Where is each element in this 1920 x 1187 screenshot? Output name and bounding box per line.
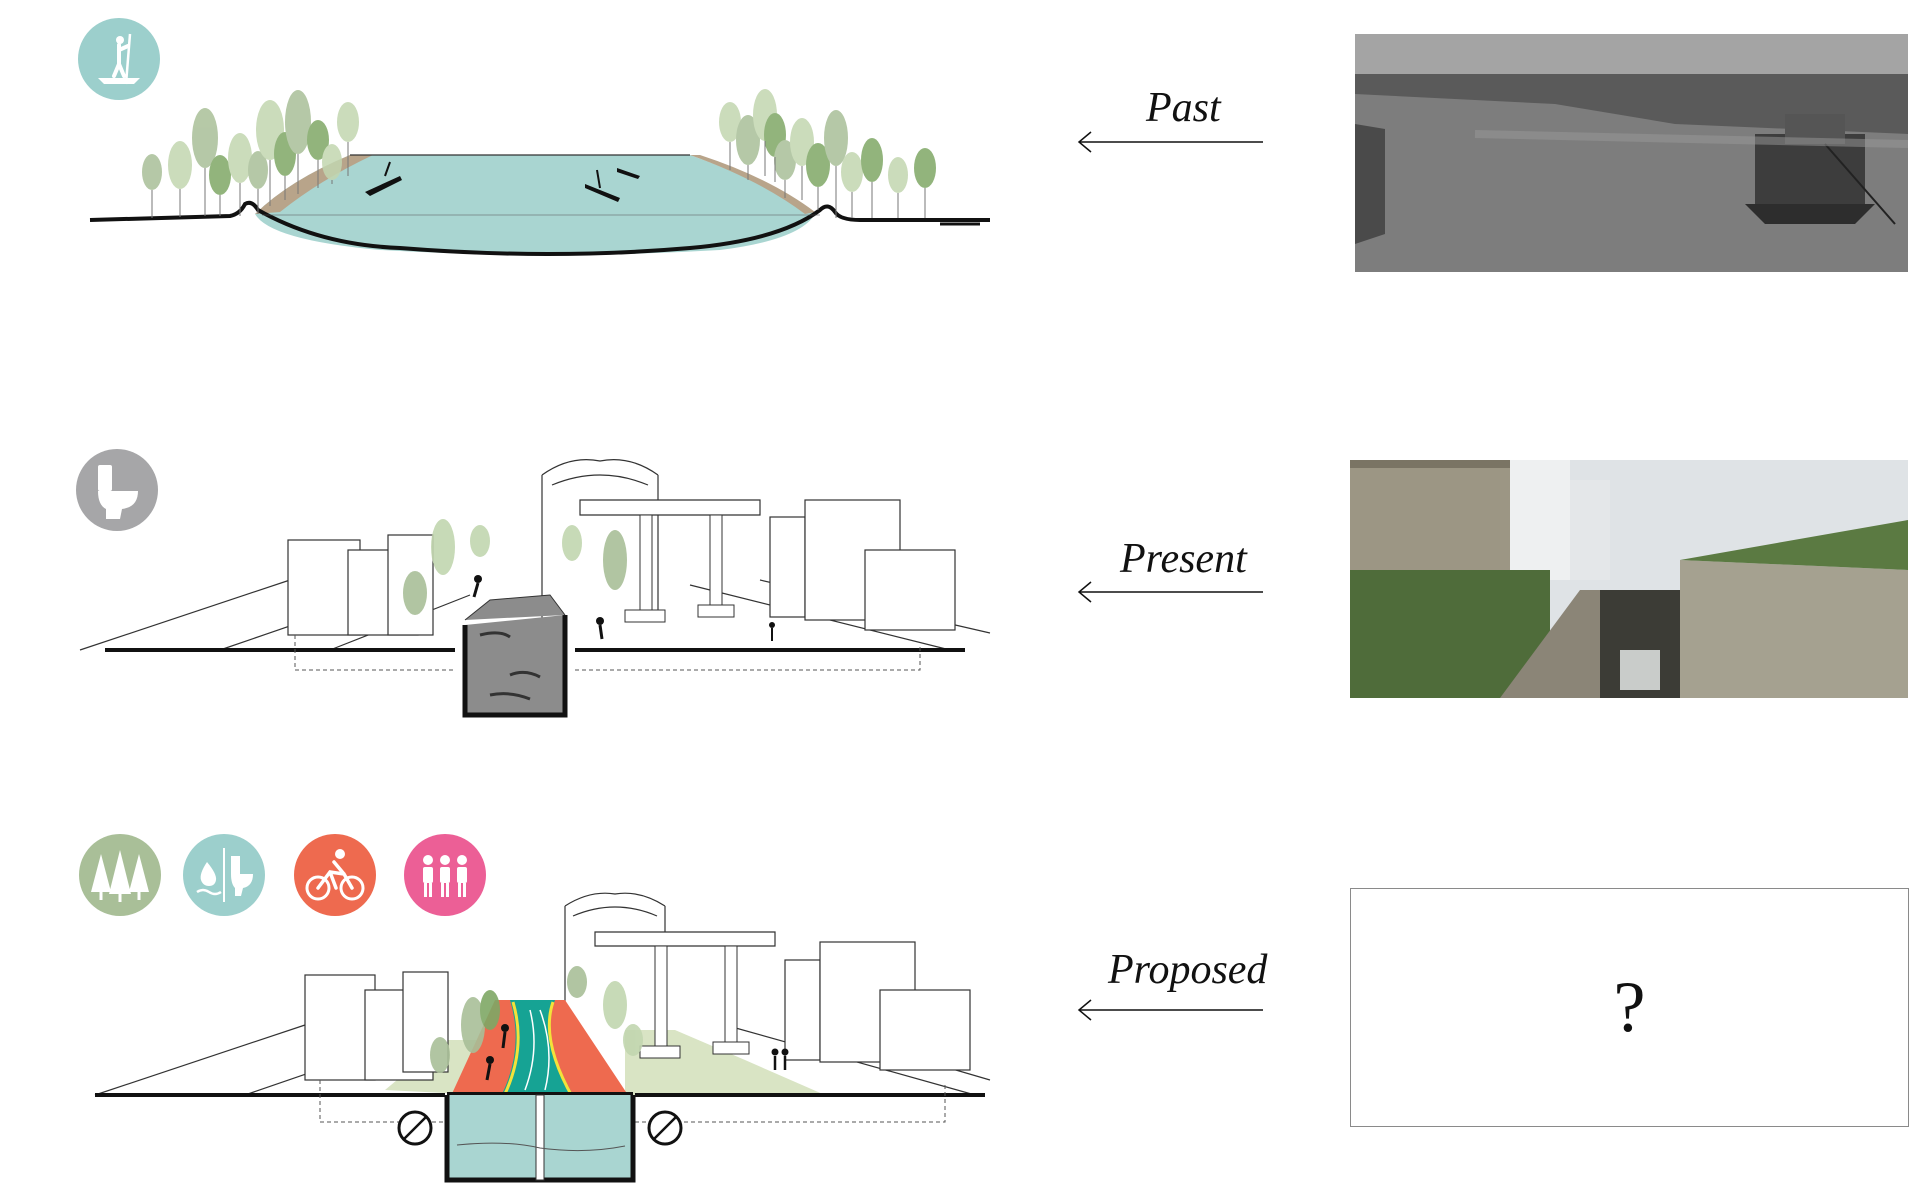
past-photo: [1355, 34, 1908, 272]
cyclist-icon: [294, 834, 376, 916]
proposed-label: Proposed: [1108, 947, 1268, 993]
present-arrow: [1077, 581, 1263, 603]
people-icon: [404, 834, 486, 916]
water-toilet-icon: [183, 834, 265, 916]
proposed-arrow: [1077, 999, 1263, 1021]
paddleboard-icon: [78, 18, 160, 100]
past-river-section: [89, 89, 990, 256]
past-label: Past: [1146, 85, 1221, 131]
trees-icon: [79, 834, 161, 916]
past-arrow: [1077, 131, 1263, 153]
present-canal-section: [79, 459, 991, 718]
present-photo: [1350, 460, 1908, 698]
present-label: Present: [1120, 536, 1247, 582]
toilet-icon: [76, 449, 158, 531]
question-mark: ?: [1613, 967, 1646, 1047]
proposed-placeholder-box: ?: [1350, 888, 1909, 1127]
proposed-canal-section: [94, 892, 991, 1183]
